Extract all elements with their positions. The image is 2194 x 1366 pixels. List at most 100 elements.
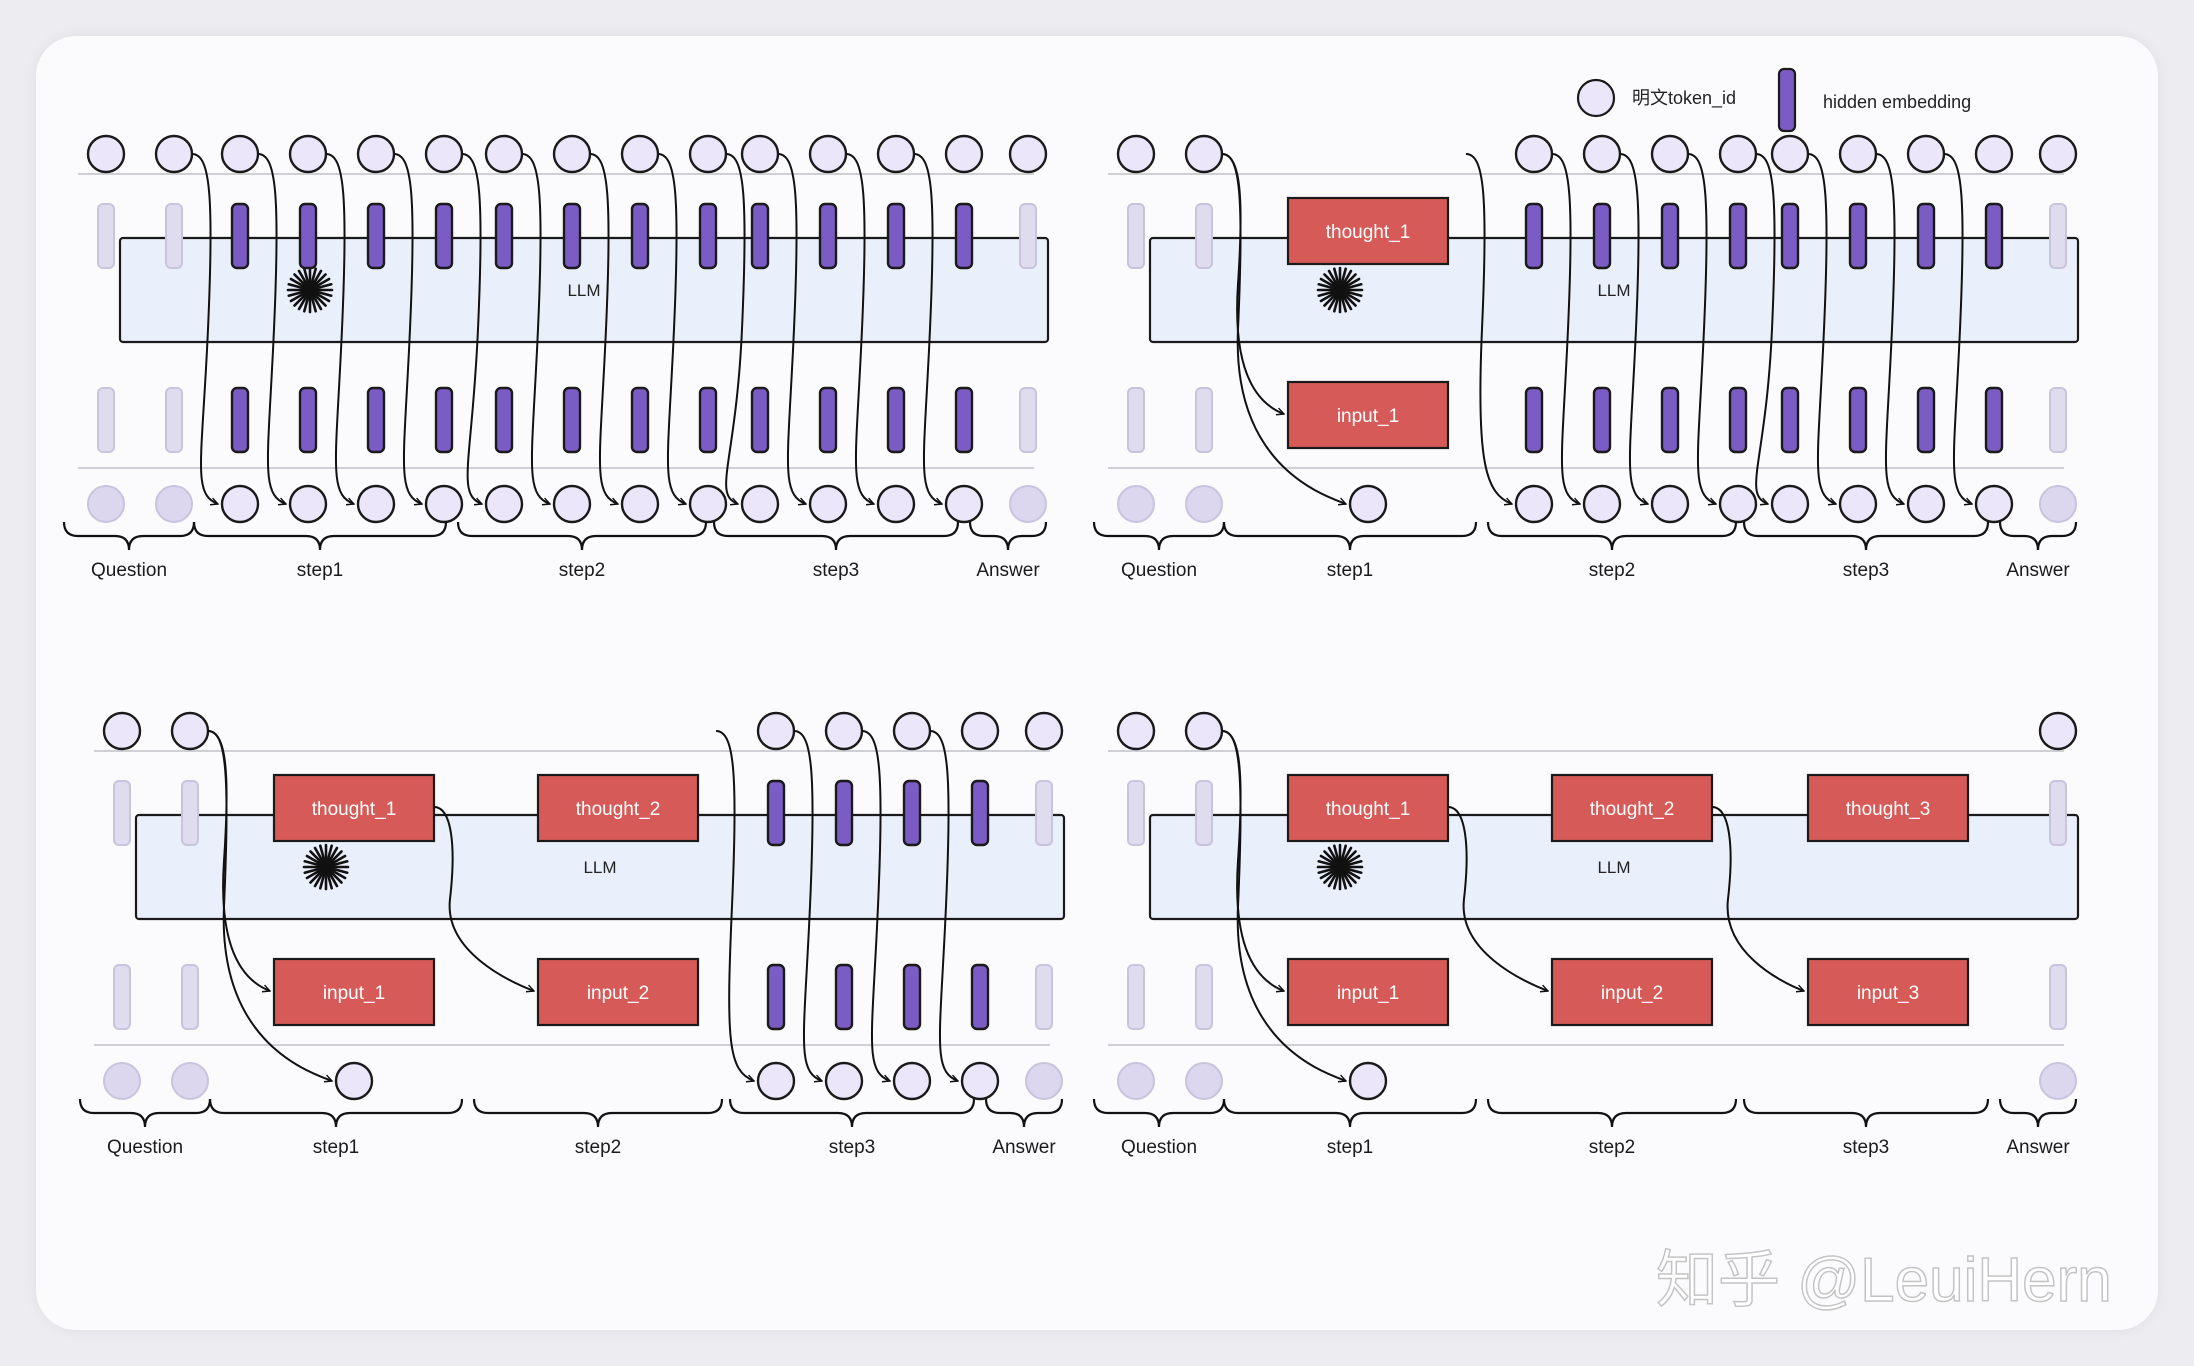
input-box-2 [536,957,700,1027]
step-hidden-top [766,779,786,847]
step-token-bottom [960,1061,1000,1101]
llm-starburst-icon [1316,266,1364,314]
segment-label: step2 [575,1137,621,1158]
token-feedback-arrow [913,153,942,504]
answer-hidden-top [1035,780,1053,846]
question-hidden-bottom [165,387,183,453]
legend-token-icon [1576,78,1616,118]
latent-feedback-arrow [1711,806,1804,991]
question-token-top [170,711,210,751]
answer-token-top [1024,711,1064,751]
step-hidden-top [698,202,718,270]
step-token-bottom [1650,484,1690,524]
segment-brace [1486,1098,1738,1128]
step-hidden-bottom [1916,386,1936,454]
input-box-1 [1286,957,1450,1027]
question-hidden-top [165,203,183,269]
token-feedback-arrow [715,730,754,1081]
step-token-top [288,134,328,174]
answer-token-bottom [2039,1062,2077,1100]
latent-feedback-arrow [1447,806,1548,991]
question-token-bottom [1185,485,1223,523]
question-hidden-bottom [1195,964,1213,1030]
step-token-top [824,711,864,751]
step-token-top [552,134,592,174]
step-token-top [1906,134,1946,174]
question-token-top [102,711,142,751]
segment-brace [1486,521,1738,551]
step-token-bottom [944,484,984,524]
segment-label: step1 [297,560,343,581]
step-token-top [876,134,916,174]
segment-label: step2 [1589,1137,1635,1158]
token-feedback-arrow [777,153,806,504]
question-to-bot-arrow [1221,153,1346,504]
step-hidden-top [970,779,990,847]
question-hidden-bottom [1195,387,1213,453]
segment-brace [1742,1098,1990,1128]
answer-token-bottom [2039,485,2077,523]
question-token-bottom [87,485,125,523]
step-hidden-top [630,202,650,270]
step-token-top [1514,134,1554,174]
step-hidden-top [1984,202,2004,270]
legend-hidden-icon [1777,67,1797,133]
question-hidden-bottom [1127,387,1145,453]
thought-box-1 [1286,196,1450,266]
step-token-top [1974,134,2014,174]
step-hidden-bottom [818,386,838,454]
question-hidden-top [97,203,115,269]
step-hidden-top [1848,202,1868,270]
step-hidden-top [1916,202,1936,270]
token-feedback-arrow [1465,153,1512,504]
token-feedback-arrow [191,153,218,504]
question-hidden-top [1195,780,1213,846]
thought-box-1-label: thought_1 [1326,799,1411,820]
step-hidden-bottom [434,386,454,454]
token-feedback-arrow [325,153,354,504]
llm-starburst-icon [1316,843,1364,891]
step-token-bottom [740,484,780,524]
step-token-bottom [688,484,728,524]
step-hidden-top [298,202,318,270]
segment-label: step3 [1843,560,1889,581]
question-hidden-top [1127,780,1145,846]
segment-brace [208,1098,464,1128]
input-box-3-label: input_3 [1857,983,1919,1004]
step-token-top [1718,134,1758,174]
answer-token-top [2038,134,2078,174]
step-hidden-bottom [230,386,250,454]
thought-box-3-label: thought_3 [1846,799,1931,820]
step-token-top [356,134,396,174]
step-hidden-bottom [698,386,718,454]
step-hidden-top [834,779,854,847]
llm-label: LLM [1597,858,1630,877]
segment-brace [192,521,448,551]
step-token-bottom [288,484,328,524]
input-box-1 [1286,380,1450,450]
step-token-bottom [356,484,396,524]
segment-label: Answer [2006,560,2070,581]
step-token-bottom [1974,484,2014,524]
latent-feedback-arrow [433,806,534,991]
thought-box-3 [1806,773,1970,843]
step-token-bottom [552,484,592,524]
question-to-bot-arrow [207,730,332,1081]
step-token-top [1770,134,1810,174]
step-token-top [424,134,464,174]
question-token-bottom [1117,485,1155,523]
segment-brace [1092,1098,1226,1128]
panel-bottom-right: LLMthought_1input_1thought_2input_2thoug… [1092,711,2080,1158]
step-token-bottom [876,484,916,524]
token-feedback-arrow [657,153,686,504]
step-token-bottom [756,1061,796,1101]
step-token-top [740,134,780,174]
question-hidden-top [1127,203,1145,269]
question-token-top [1116,711,1156,751]
segment-brace [1998,1098,2078,1128]
step-token-bottom [1718,484,1758,524]
bot-token [1348,1061,1388,1101]
segment-label: step1 [1327,560,1373,581]
